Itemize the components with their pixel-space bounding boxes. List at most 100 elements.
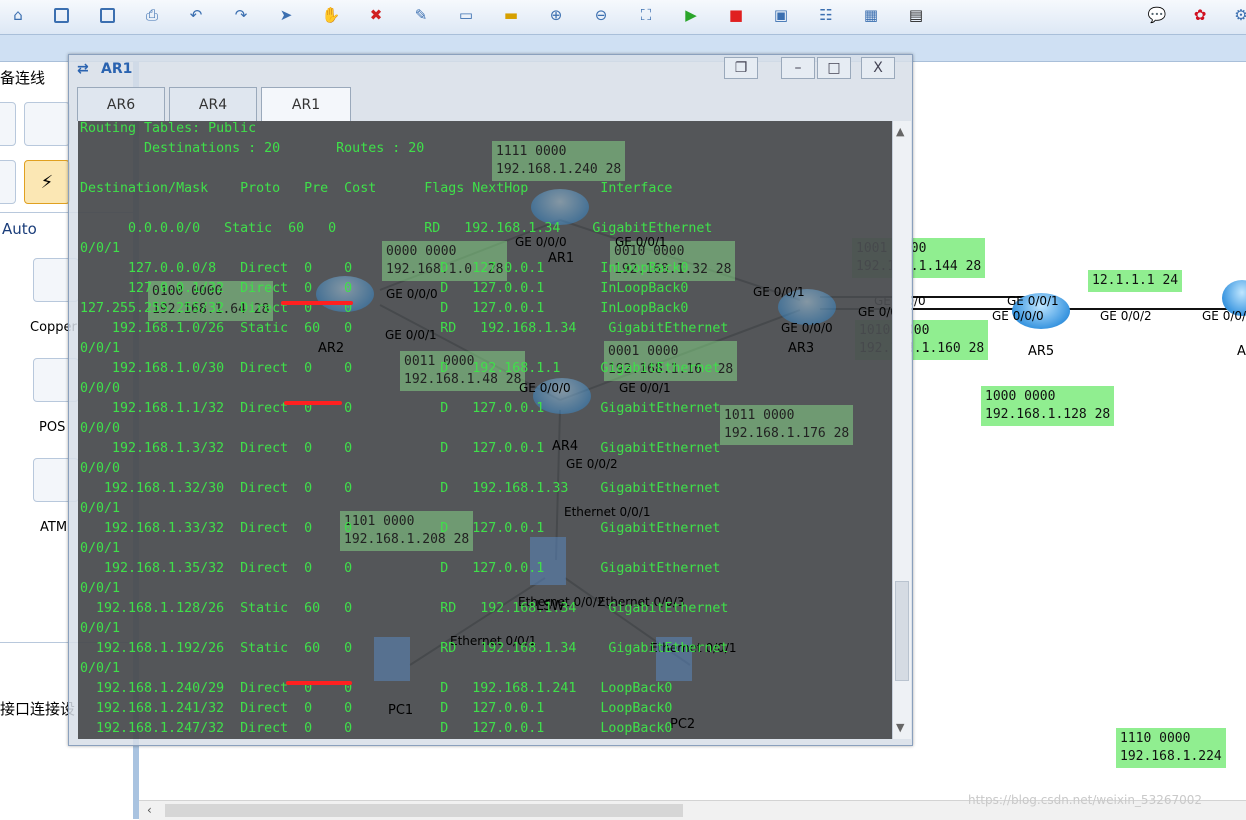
select-pointer-icon[interactable]: ➤ (279, 6, 293, 24)
fit-window-icon[interactable]: ⛶ (640, 6, 652, 24)
device-name-ar5: AR5 (1028, 344, 1055, 359)
window-titlebar[interactable]: ⇄ AR1 ❐ – □ X (69, 55, 912, 85)
router-ar2[interactable] (316, 276, 374, 312)
subnet-label-48[interactable]: 0011 0000 192.168.1.48 28 (400, 351, 526, 391)
wireless-device-icon[interactable] (24, 102, 70, 146)
console-vertical-scrollbar[interactable]: ▲ ▼ (892, 121, 911, 739)
device-name-truncated: A (1237, 344, 1246, 359)
if-label-ar5-ge002: GE 0/0/2 (1100, 309, 1152, 323)
subnet-label-128[interactable]: 1000 0000 192.168.1.128 28 (981, 386, 1115, 426)
device-name-ar4: AR4 (552, 439, 579, 454)
pc1-icon[interactable] (374, 637, 410, 681)
subnet-label-64[interactable]: 0100 0000 192.168.1.64 28 (148, 281, 274, 321)
tab-ar6[interactable]: AR6 (77, 87, 165, 121)
watermark-text: https://blog.csdn.net/weixin_53267002 (968, 793, 1203, 807)
if-label-pc1-eth001: Ethernet 0/0/1 (450, 634, 537, 648)
subnet-label-208[interactable]: 1101 0000 192.168.1.208 28 (340, 511, 474, 551)
underline-static-3 (286, 681, 352, 685)
device-name-pc1: PC1 (388, 703, 414, 718)
pc2-icon[interactable] (656, 637, 692, 681)
device-name-ar2: AR2 (318, 341, 345, 356)
if-label-pc2-eth001: Ethernet 0/0/1 (650, 641, 737, 655)
topology-icon[interactable]: ☷ (819, 6, 833, 24)
auto-cable-label[interactable]: Auto (2, 220, 37, 238)
ar1-window-icon: ⇄ (77, 61, 89, 77)
if-label-ar3-ge002: GE 0/0/2 (858, 305, 892, 319)
subnet-label-32[interactable]: 0010 0000 192.168.1.32 28 (610, 241, 736, 281)
close-button[interactable]: X (861, 57, 895, 79)
zoom-out-icon[interactable]: ⊖ (594, 6, 608, 24)
tab-ar4[interactable]: AR4 (169, 87, 257, 121)
pan-hand-icon[interactable]: ✋ (321, 6, 341, 24)
subnet-label-0[interactable]: 0000 0000 192.168.1.0 28 (382, 241, 508, 281)
underline-static-1 (281, 301, 353, 305)
main-toolbar: ⌂ ⎙ ↶ ↷ ➤ ✋ ✖ ✎ ▭ ▬ ⊕ ⊖ ⛶ ▶ ■ ▣ ☷ ▦ ▤ 💬 … (0, 0, 1246, 35)
scroll-down-icon[interactable]: ▼ (896, 721, 905, 734)
if-label-lsw-eth003: Ethernet 0/0/3 (598, 595, 685, 609)
zoom-in-icon[interactable]: ⊕ (549, 6, 563, 24)
print-icon[interactable]: ⎙ (145, 6, 158, 24)
tab-ar1[interactable]: AR1 (261, 87, 351, 121)
cable-category-icon[interactable]: ⚡ (24, 160, 70, 204)
hscroll-thumb[interactable] (165, 804, 683, 817)
copper-label: Copper (30, 320, 77, 335)
if-label-ar4-ge002: GE 0/0/2 (566, 457, 618, 471)
minimize-button[interactable]: – (781, 57, 815, 79)
cloud-device-icon[interactable] (0, 160, 16, 204)
if-label-ar3-ge001: GE 0/0/1 (753, 285, 805, 299)
if-label-ar4-ge000: GE 0/0/0 (519, 381, 571, 395)
device-category-router[interactable] (0, 102, 16, 146)
atm-label: ATM (40, 520, 68, 535)
if-label-lsw-eth001: Ethernet 0/0/1 (564, 505, 651, 519)
start-icon[interactable]: ▶ (685, 6, 697, 24)
stop-icon[interactable]: ■ (728, 6, 744, 24)
undo-icon[interactable]: ↶ (189, 6, 203, 24)
device-name-pc2: PC2 (670, 717, 696, 732)
if-label-ar2-ge000: GE 0/0/0 (386, 287, 438, 301)
if-label-ar2-ge001: GE 0/0/1 (385, 328, 437, 342)
text-note-icon[interactable]: ▭ (458, 6, 474, 24)
panel-footer: 接口连接设 (0, 700, 76, 718)
switch-lsw[interactable] (530, 537, 566, 585)
scroll-left-icon[interactable]: ‹ (147, 803, 152, 817)
router-ar5[interactable] (1012, 293, 1070, 329)
panel-header: 备连线 (0, 69, 46, 87)
delete-link-icon[interactable]: ✎ (414, 6, 428, 24)
chat-icon[interactable]: 💬 (1147, 6, 1167, 24)
capture-icon[interactable]: ▣ (773, 6, 789, 24)
save-icon[interactable] (50, 4, 72, 26)
huawei-logo-icon[interactable]: ✿ (1193, 6, 1207, 24)
subnet-label-240[interactable]: 1111 0000 192.168.1.240 28 (492, 141, 626, 181)
settings-gear-icon[interactable]: ⚙ (1234, 6, 1246, 24)
delete-icon[interactable]: ✖ (369, 6, 383, 24)
subnet-label-12-1-1-1[interactable]: 12.1.1.1 24 (1088, 270, 1183, 292)
if-label-ar5-ge001: GE 0/0/1 (1007, 294, 1059, 308)
device-name-ar3: AR3 (788, 341, 815, 356)
maximize-button[interactable]: □ (817, 57, 851, 79)
router-ar4[interactable] (533, 378, 591, 414)
canvas-horizontal-scrollbar[interactable]: ‹ (139, 800, 1246, 820)
subnet-label-224[interactable]: 1110 0000 192.168.1.224 (1116, 728, 1226, 768)
subnet-label-176[interactable]: 1011 0000 192.168.1.176 28 (720, 405, 854, 445)
pos-label: POS (39, 420, 66, 435)
home-icon[interactable]: ⌂ (13, 6, 23, 24)
table-icon[interactable]: ▦ (863, 6, 879, 24)
router-ar1[interactable] (531, 189, 589, 225)
routing-table-text: Routing Tables: Public Destinations : 20… (80, 121, 729, 736)
device-name-lsw: LSW (536, 599, 565, 614)
scroll-up-icon[interactable]: ▲ (896, 125, 905, 138)
terminal-icon[interactable]: ▤ (908, 6, 924, 24)
save-as-icon[interactable] (96, 4, 118, 26)
device-name-ar1: AR1 (548, 251, 575, 266)
router-ar3[interactable] (778, 289, 836, 325)
scroll-thumb[interactable] (895, 581, 909, 681)
if-label-next-ge00: GE 0/0/ (1202, 309, 1246, 323)
console-output[interactable]: 1111 0000 192.168.1.240 28 0000 0000 192… (78, 121, 892, 739)
underline-static-2 (284, 401, 342, 405)
subnet-label-16[interactable]: 0001 0000 192.168.1.16 28 (604, 341, 738, 381)
if-label-ar5-ge000: GE 0/0/0 (992, 309, 1044, 323)
restore-icon[interactable]: ❐ (724, 57, 758, 79)
redo-icon[interactable]: ↷ (234, 6, 248, 24)
rectangle-icon[interactable]: ▬ (503, 6, 519, 24)
if-label-ar1-ge000: GE 0/0/0 (515, 235, 567, 249)
